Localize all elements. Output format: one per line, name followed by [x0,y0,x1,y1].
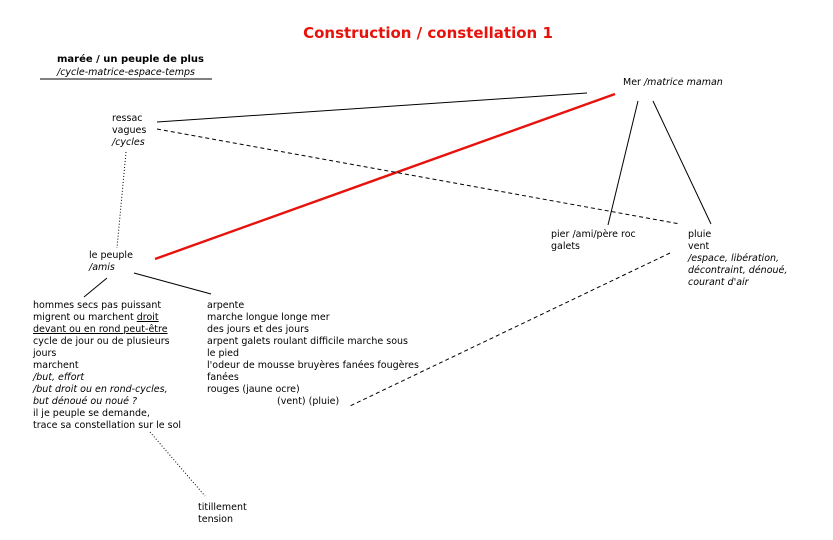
node-hommes-line: hommes secs pas puissant [33,300,162,311]
node-arpente-last: (vent) (pluie) [277,396,340,407]
node-mer-name: Mer [623,77,641,88]
node-arpente: arpente marche longue longe mer des jour… [207,300,419,408]
node-ressac-line: vagues [112,125,147,136]
node-pluie-note: décontraint, dénoué, [688,265,788,276]
link-peuple-arpente [133,272,212,295]
node-arpente-line: le pied [207,348,240,359]
node-hommes-line: jours [33,348,57,359]
link-mer-peuple-red [154,92,616,261]
page-title: Construction / constellation 1 [303,24,553,42]
node-pluie-line: vent [688,241,710,252]
node-hommes-line: trace sa constellation sur le sol [33,420,182,431]
node-hommes-line: il je peuple se demande, [33,408,150,419]
node-arpente-line: rouges (jaune ocre) [207,384,300,395]
node-pier: pier /ami/père roc galets [551,229,636,253]
node-hommes-line: marchent [33,360,79,371]
link-mer-ressac [156,92,588,123]
node-arpente-line: fanées [207,372,239,383]
node-hommes-note: /but, effort [33,372,85,383]
node-arpente-line: arpent galets roulant difficile marche s… [207,336,408,347]
node-peuple-name: le peuple [89,250,133,261]
node-ressac: ressac vagues /cycles [112,113,146,149]
node-pier-line: galets [551,241,581,252]
node-ressac-line: ressac [112,113,143,124]
node-hommes-note: but dénoué ou noué ? [33,396,138,407]
node-arpente-line: marche longue longe mer [207,312,330,323]
node-titillement: titillement tension [198,502,247,526]
node-pluie-note: courant d'air [688,277,749,288]
node-hommes-line: cycle de jour ou de plusieurs [33,336,170,347]
link-hommes-titillement-dotted [149,431,206,497]
node-arpente-line: l'odeur de mousse bruyères fanées fougèr… [207,360,419,371]
node-titillement-line: tension [198,514,234,525]
node-pluie: pluie vent /espace, libération, décontra… [688,229,787,289]
node-titillement-line: titillement [198,502,247,513]
subtitle: marée / un peuple de plus [57,54,204,65]
subtitle-note: /cycle-matrice-espace-temps [57,67,195,78]
node-hommes-note: /but droit ou en rond-cycles, [33,384,168,395]
node-hommes-underlined: droit [136,312,159,323]
node-pluie-note: /espace, libération, [688,253,780,264]
link-peuple-hommes [83,277,108,298]
node-arpente-line: arpente [207,300,245,311]
node-hommes-underlined-line: devant ou en rond peut-être [33,324,168,335]
link-mer-pier [607,100,639,226]
link-mer-pluie [652,100,712,225]
node-peuple-note: /amis [89,262,115,273]
link-pluie-ventpluie-dashed [349,252,671,407]
node-ressac-note: /cycles [112,137,145,148]
node-hommes-text: migrent ou marchent [33,312,137,323]
node-arpente-line: des jours et des jours [207,324,309,335]
node-mer-note: /matrice maman [643,77,723,88]
node-peuple: le peuple /amis [89,250,133,274]
link-ressac-pluie-dashed [156,128,681,225]
node-pluie-line: pluie [688,229,712,240]
node-mer: Mer /matrice maman [623,77,723,89]
node-hommes-line: migrent ou marchent droit [33,312,181,324]
node-hommes: hommes secs pas puissant migrent ou marc… [33,300,181,432]
node-pier-line: pier /ami/père roc [551,229,636,240]
link-ressac-peuple-dotted [116,151,127,249]
